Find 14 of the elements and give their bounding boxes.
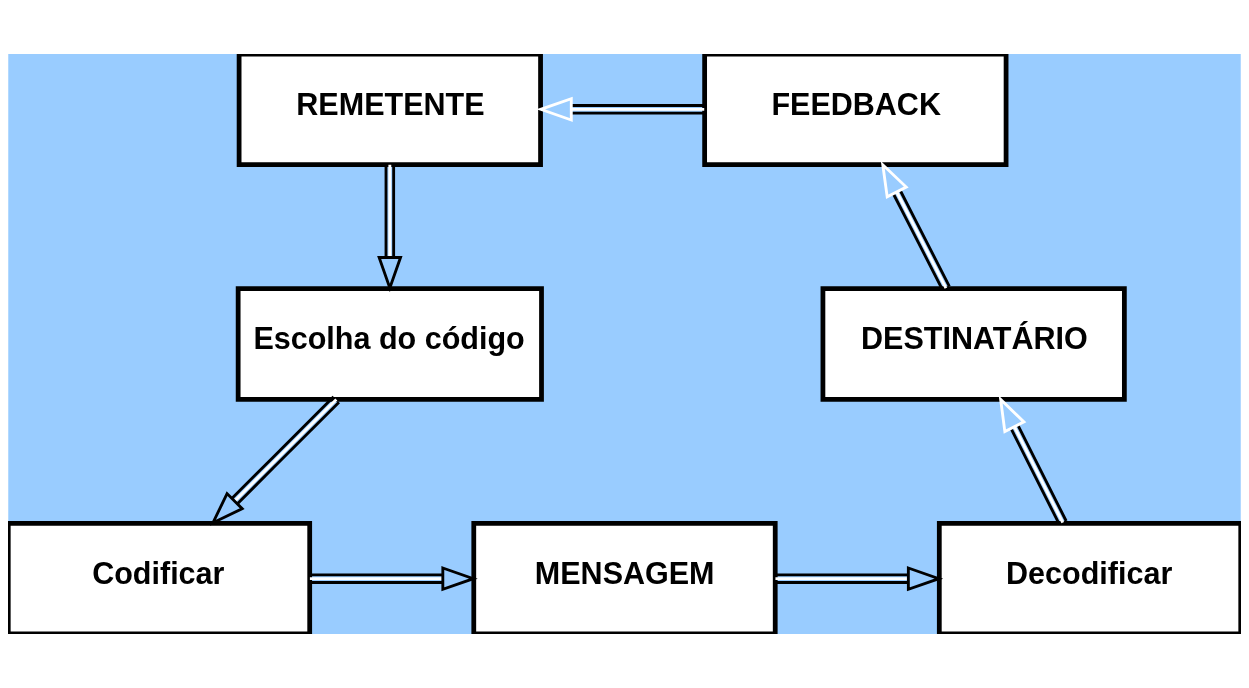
node-box: REMETENTE xyxy=(236,54,543,168)
arrow xyxy=(209,395,340,526)
arrow xyxy=(880,160,951,291)
node-box: Escolha do código xyxy=(235,286,544,402)
node-box: DESTINATÁRIO xyxy=(820,286,1127,402)
node-box: Codificar xyxy=(8,520,313,634)
arrow xyxy=(377,164,403,293)
arrow xyxy=(309,565,478,592)
node-box: FEEDBACK xyxy=(702,54,1009,168)
arrow xyxy=(536,96,705,123)
arrow xyxy=(998,395,1068,526)
node-box: Decodificar xyxy=(936,520,1241,634)
arrow xyxy=(775,565,944,592)
node-box: MENSAGEM xyxy=(471,520,778,634)
